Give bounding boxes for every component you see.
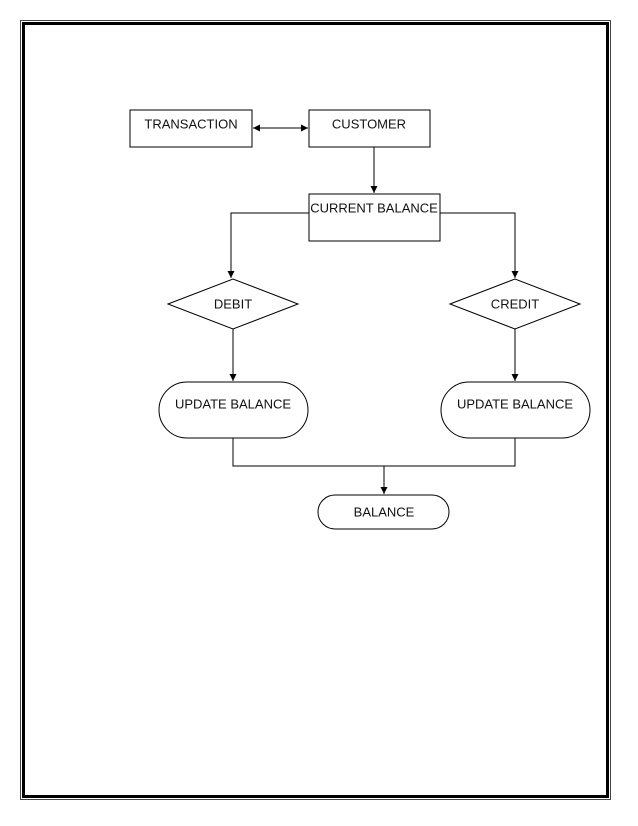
customer-box bbox=[308, 109, 431, 148]
transaction-label: TRANSACTION bbox=[144, 116, 238, 132]
update-balance-right-label: UPDATE BALANCE bbox=[456, 396, 574, 412]
transaction-box bbox=[129, 109, 253, 148]
page-border bbox=[20, 20, 611, 800]
update-balance-left-label: UPDATE BALANCE bbox=[174, 396, 292, 412]
credit-label: CREDIT bbox=[490, 296, 540, 312]
current-balance-label: CURRENT BALANCE bbox=[310, 200, 438, 216]
balance-terminator bbox=[317, 494, 450, 530]
customer-label: CUSTOMER bbox=[331, 116, 407, 132]
credit-diamond bbox=[448, 278, 582, 330]
edge-current-balance-debit bbox=[227, 212, 309, 278]
edge-updates-merge bbox=[232, 438, 516, 467]
current-balance-box bbox=[308, 193, 441, 242]
edge-current-balance-credit bbox=[440, 212, 519, 278]
debit-diamond bbox=[166, 278, 300, 330]
debit-label: DEBIT bbox=[213, 296, 253, 312]
balance-label: BALANCE bbox=[353, 504, 415, 520]
